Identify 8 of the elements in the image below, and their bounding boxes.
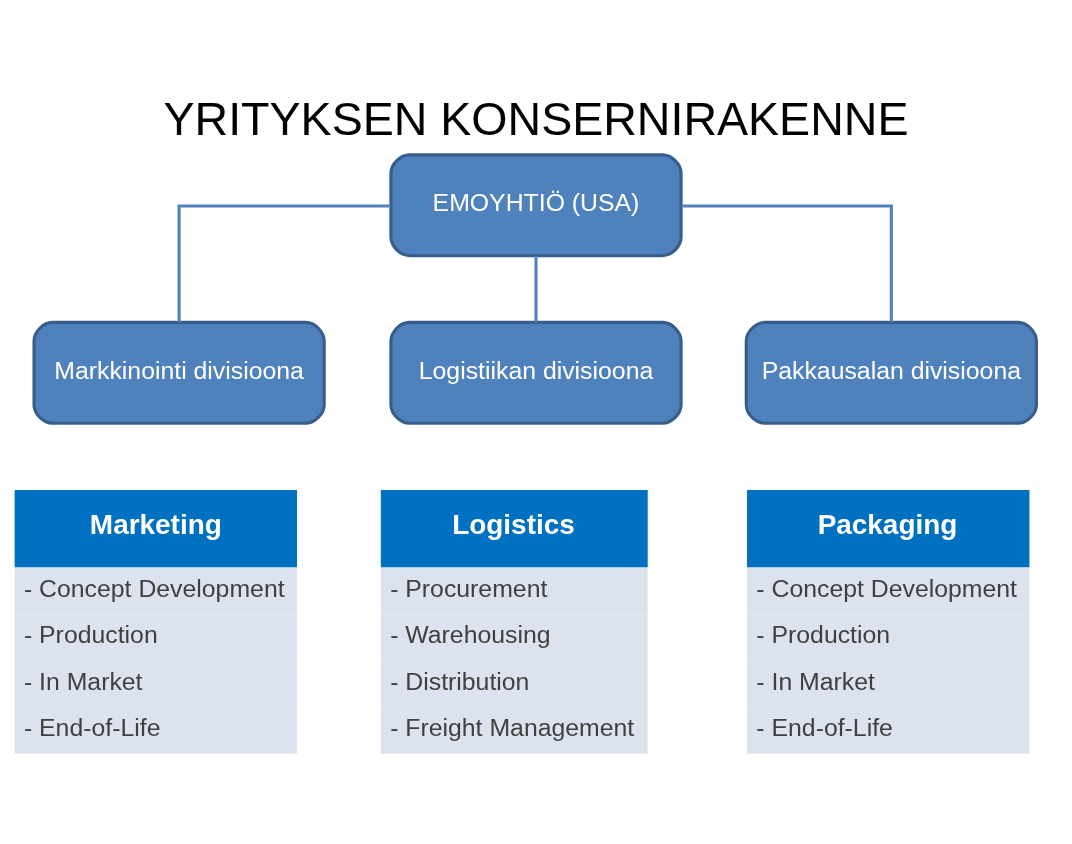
- node-box: Markkinointi divisioona: [32, 320, 326, 425]
- connector: [534, 255, 538, 322]
- diagram-title: YRITYKSEN KONSERNIRAKENNE: [163, 92, 909, 145]
- node-box: EMOYHTIÖ (USA): [389, 152, 683, 257]
- connector: [177, 204, 391, 322]
- connector: [681, 204, 893, 322]
- node-box: Pakkausalan divisioona: [744, 320, 1038, 425]
- node-box: Logistiikan divisioona: [389, 320, 683, 425]
